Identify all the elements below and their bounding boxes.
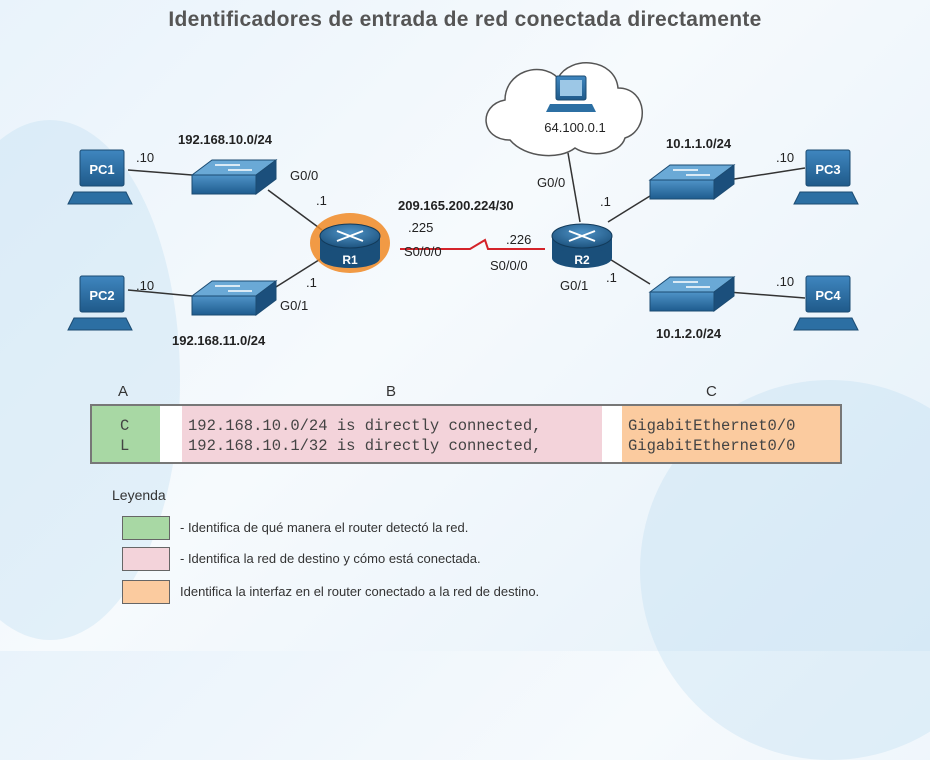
r1-s000-host-label: .225 xyxy=(408,220,433,235)
r2-s000-label: S0/0/0 xyxy=(490,258,528,273)
r2-g01-host-label: .1 xyxy=(606,270,617,285)
network-lan4-label: 10.1.2.0/24 xyxy=(656,326,722,341)
r2-g01-label: G0/1 xyxy=(560,278,588,293)
column-c-header: C xyxy=(706,383,717,400)
network-wan-label: 209.165.200.224/30 xyxy=(398,198,514,213)
route-destination-column: 192.168.10.0/24 is directly connected, 1… xyxy=(182,406,602,462)
network-lan1-label: 192.168.10.0/24 xyxy=(178,132,273,147)
page-title: Identificadores de entrada de red conect… xyxy=(168,8,762,31)
r1-g01-host-label: .1 xyxy=(306,275,317,290)
switch-lan1-icon xyxy=(190,159,278,195)
legend-title: Leyenda xyxy=(112,487,166,503)
serial-link xyxy=(400,238,545,250)
switch-lan4-icon xyxy=(648,276,736,312)
network-topology: 64.100.0.1 R1 R2 xyxy=(67,62,859,348)
r2-g00-host-label: .1 xyxy=(600,194,611,209)
pc2-icon xyxy=(67,275,133,331)
network-lan3-label: 10.1.1.0/24 xyxy=(666,136,732,151)
r2-g00-label: G0/0 xyxy=(537,175,565,190)
route-interface: GigabitEthernet0/0 xyxy=(628,417,796,435)
legend-text: - Identifica la red de destino y cómo es… xyxy=(180,551,481,566)
legend-swatch-green xyxy=(122,516,170,540)
router-r2-icon xyxy=(551,223,613,268)
route-interface-column: GigabitEthernet0/0 GigabitEthernet0/0 xyxy=(622,406,840,462)
pc4-label: PC4 xyxy=(815,288,841,303)
internet-host-label: 64.100.0.1 xyxy=(544,120,605,135)
r1-g01-label: G0/1 xyxy=(280,298,308,313)
column-a-header: A xyxy=(118,383,129,400)
pc2-host-label: .10 xyxy=(136,278,154,293)
router-r1-label: R1 xyxy=(342,253,358,267)
pc1-host-label: .10 xyxy=(136,150,154,165)
route-code-column: C L xyxy=(92,406,160,462)
route-destination: 192.168.10.1/32 is directly connected, xyxy=(188,437,542,455)
r1-s000-label: S0/0/0 xyxy=(404,244,442,259)
pc3-icon xyxy=(793,149,859,205)
router-r2-label: R2 xyxy=(574,253,590,267)
r2-s000-host-label: .226 xyxy=(506,232,531,247)
routing-table-entry: C L 192.168.10.0/24 is directly connecte… xyxy=(90,404,842,464)
pc3-host-label: .10 xyxy=(776,150,794,165)
r1-g00-host-label: .1 xyxy=(316,193,327,208)
network-lan2-label: 192.168.11.0/24 xyxy=(172,333,266,348)
legend-text: - Identifica de qué manera el router det… xyxy=(180,520,469,535)
pc4-host-label: .10 xyxy=(776,274,794,289)
switch-lan2-icon xyxy=(190,280,278,316)
legend-swatch-pink xyxy=(122,547,170,571)
route-code: C xyxy=(120,417,130,435)
column-b-header: B xyxy=(386,383,397,400)
legend-text: Identifica la interfaz en el router cone… xyxy=(180,584,540,599)
internet-host-icon xyxy=(546,75,596,112)
router-r1-icon xyxy=(310,213,390,273)
route-interface: GigabitEthernet0/0 xyxy=(628,437,796,455)
switch-lan3-icon xyxy=(648,164,736,200)
legend-swatch-orange xyxy=(122,580,170,604)
pc2-label: PC2 xyxy=(89,288,114,303)
links xyxy=(127,152,806,299)
pc1-label: PC1 xyxy=(89,162,114,177)
route-destination: 192.168.10.0/24 is directly connected, xyxy=(188,417,542,435)
r1-g00-label: G0/0 xyxy=(290,168,318,183)
route-code: L xyxy=(120,437,130,455)
pc4-icon xyxy=(793,275,859,331)
pc3-label: PC3 xyxy=(815,162,840,177)
pc1-icon xyxy=(67,149,133,205)
